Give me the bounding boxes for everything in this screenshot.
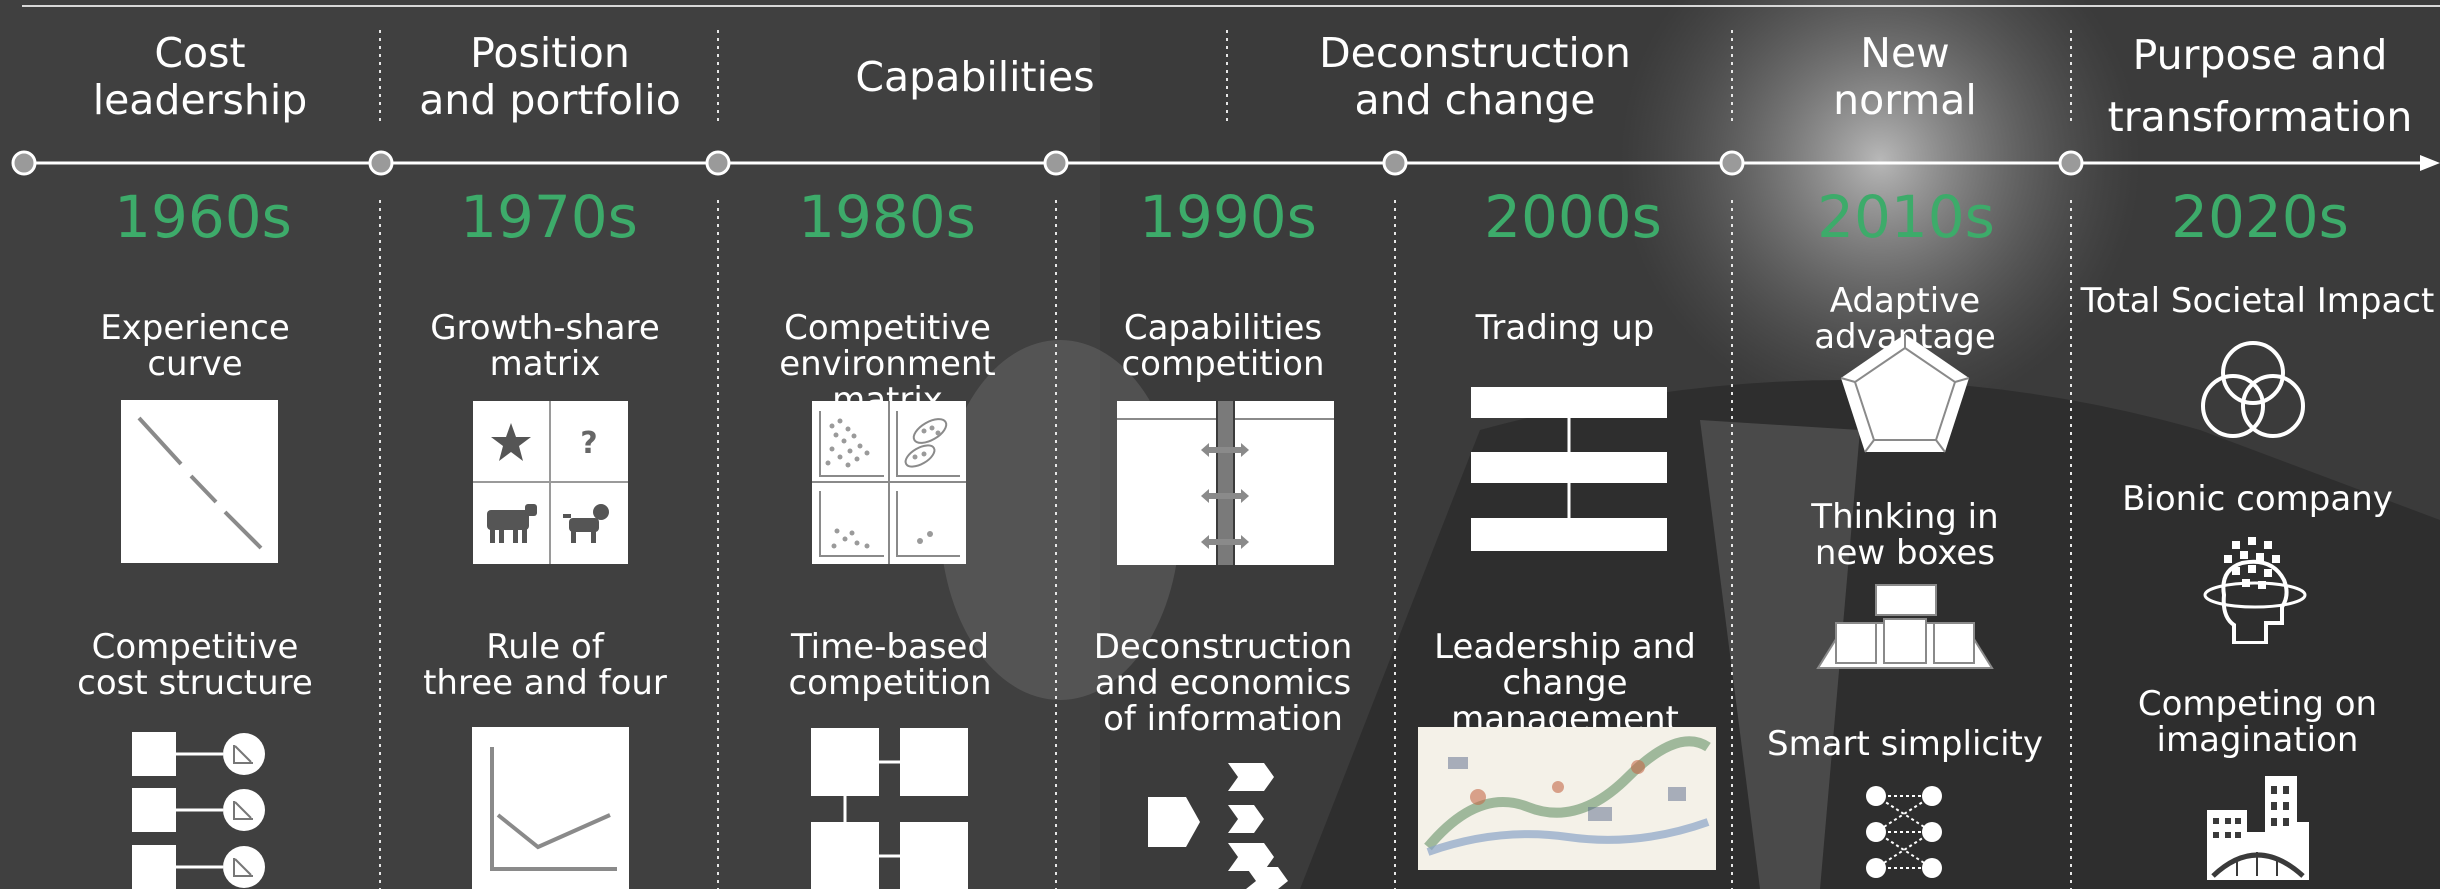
timeline-node	[1382, 150, 1408, 176]
time-based-competition-icon	[811, 728, 968, 889]
question-mark: ?	[580, 426, 597, 461]
experience-curve-icon	[121, 400, 278, 563]
decade-1960s: 1960s	[114, 183, 292, 251]
decade-1990s: 1990s	[1139, 183, 1317, 251]
star-icon	[491, 423, 531, 461]
cow-icon	[487, 504, 537, 543]
decade-1970s: 1970s	[460, 183, 638, 251]
decade-1980s: 1980s	[798, 183, 976, 251]
trading-up-icon	[1471, 387, 1667, 551]
cost-structure-icon	[132, 732, 265, 889]
dog-icon	[563, 504, 609, 543]
capabilities-competition-icon	[1117, 401, 1334, 565]
label-competitive-cost-structure: Competitive cost structure	[77, 627, 313, 703]
label-competitive-environment-matrix: Competitive environment matrix	[779, 308, 996, 420]
top-rule	[22, 5, 2440, 7]
label-total-societal-impact: Total Societal Impact	[2080, 281, 2435, 321]
timeline-node	[368, 150, 394, 176]
label-time-based-competition: Time-based competition	[788, 627, 992, 703]
new-boxes-icon	[1816, 584, 1994, 669]
label-bionic-company: Bionic company	[2122, 479, 2393, 519]
era-deconstruction-change: Deconstruction and change	[1319, 29, 1631, 124]
era-purpose-transformation: Purpose and transformation	[2107, 31, 2413, 141]
smart-simplicity-icon	[1866, 786, 1942, 878]
label-rule-of-three-and-four: Rule of three and four	[423, 627, 667, 703]
timeline-node	[705, 150, 731, 176]
competitive-environment-icon	[812, 401, 966, 564]
adaptive-advantage-icon	[1840, 334, 1970, 453]
label-smart-simplicity: Smart simplicity	[1766, 724, 2043, 764]
era-cost-leadership: Cost leadership	[92, 29, 308, 124]
label-deconstruction-economics: Deconstruction and economics of informat…	[1093, 627, 1353, 739]
label-adaptive-advantage: Adaptive advantage	[1814, 281, 1996, 355]
decade-2010s: 2010s	[1817, 183, 1995, 251]
era-position-portfolio: Position and portfolio	[419, 29, 681, 124]
timeline-node	[1719, 150, 1745, 176]
label-growth-share-matrix: Growth-share matrix	[430, 308, 660, 384]
timeline-node	[11, 150, 37, 176]
era-capabilities: Capabilities	[855, 53, 1095, 101]
label-leadership-change-management: Leadership and change management	[1434, 627, 1696, 739]
label-capabilities-competition: Capabilities competition	[1121, 308, 1325, 384]
change-management-image	[1418, 727, 1716, 870]
decade-2020s: 2020s	[2171, 183, 2349, 251]
label-experience-curve: Experience curve	[100, 308, 290, 384]
rule-of-three-icon	[472, 727, 629, 889]
bionic-company-icon	[2203, 537, 2307, 644]
societal-impact-icon	[2201, 341, 2305, 438]
decade-2000s: 2000s	[1484, 183, 1662, 251]
timeline-node	[1043, 150, 1069, 176]
label-thinking-in-new-boxes: Thinking in new boxes	[1811, 497, 1999, 573]
label-trading-up: Trading up	[1475, 308, 1655, 348]
deconstruction-icon	[1148, 763, 1288, 889]
growth-share-matrix-icon: ?	[473, 401, 628, 564]
label-competing-on-imagination: Competing on imagination	[2137, 684, 2378, 760]
timeline-node	[2058, 150, 2084, 176]
imagination-city-icon	[2207, 776, 2309, 880]
timeline	[11, 150, 2440, 176]
era-new-normal: New normal	[1833, 29, 1977, 124]
